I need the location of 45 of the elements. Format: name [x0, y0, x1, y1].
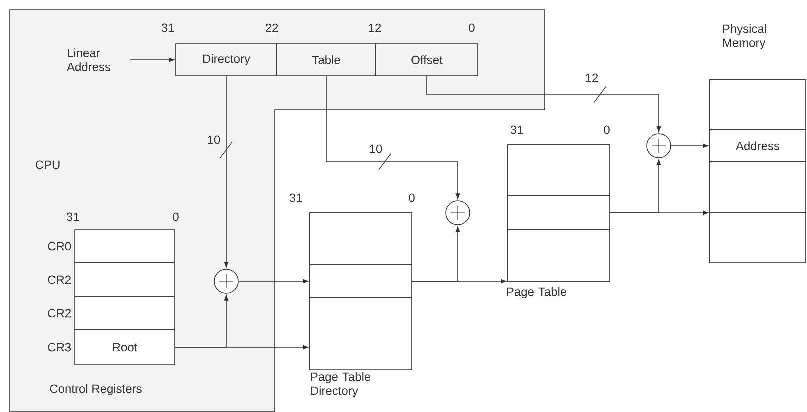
register-row: Root [74, 330, 176, 366]
arrow [610, 210, 709, 216]
register-name: CR2 [48, 276, 71, 284]
edge-label: 10 [208, 136, 220, 144]
memory-row [710, 80, 806, 130]
adder-symbol [646, 134, 672, 158]
arrow [174, 345, 309, 350]
table-row [508, 230, 610, 282]
adder-symbol [446, 200, 470, 226]
arrow [326, 76, 460, 200]
arrow [671, 144, 709, 148]
memory-row: Address [710, 130, 806, 162]
edge-label: 12 [586, 74, 598, 82]
memory-row [710, 162, 806, 214]
bit-number: 0 [409, 194, 415, 202]
adder-symbol [214, 269, 239, 294]
arrow [130, 58, 175, 62]
bit-number: 31 [66, 212, 80, 222]
memory-row [710, 212, 806, 264]
table-row [310, 212, 412, 266]
bit-number: 31 [162, 24, 174, 32]
bit-number: 31 [290, 194, 302, 202]
edge-label: 10 [370, 144, 382, 154]
arrow [426, 76, 662, 132]
register-name: CR2 [48, 309, 71, 318]
address-label: Linear Address [67, 48, 111, 72]
bit-number: 22 [266, 24, 278, 32]
table-row [508, 144, 610, 196]
arrow [412, 279, 507, 284]
register-field: Offset [376, 44, 478, 76]
table-row [310, 264, 412, 298]
register-field: Table [276, 44, 376, 76]
bit-number: 0 [469, 24, 475, 32]
arrow [238, 279, 309, 284]
table-row [508, 196, 610, 230]
register-name: CR3 [48, 343, 72, 352]
register-field: Directory [176, 44, 278, 76]
register-name: CR0 [48, 242, 72, 251]
box-caption: Page Table Directory [311, 372, 371, 398]
group-caption: Control Registers [50, 384, 142, 396]
arrow [224, 76, 229, 268]
node-label: Address [736, 142, 780, 150]
bit-number: 12 [369, 24, 382, 32]
box-caption: Physical Memory [723, 24, 766, 50]
bit-number: 0 [173, 212, 179, 222]
